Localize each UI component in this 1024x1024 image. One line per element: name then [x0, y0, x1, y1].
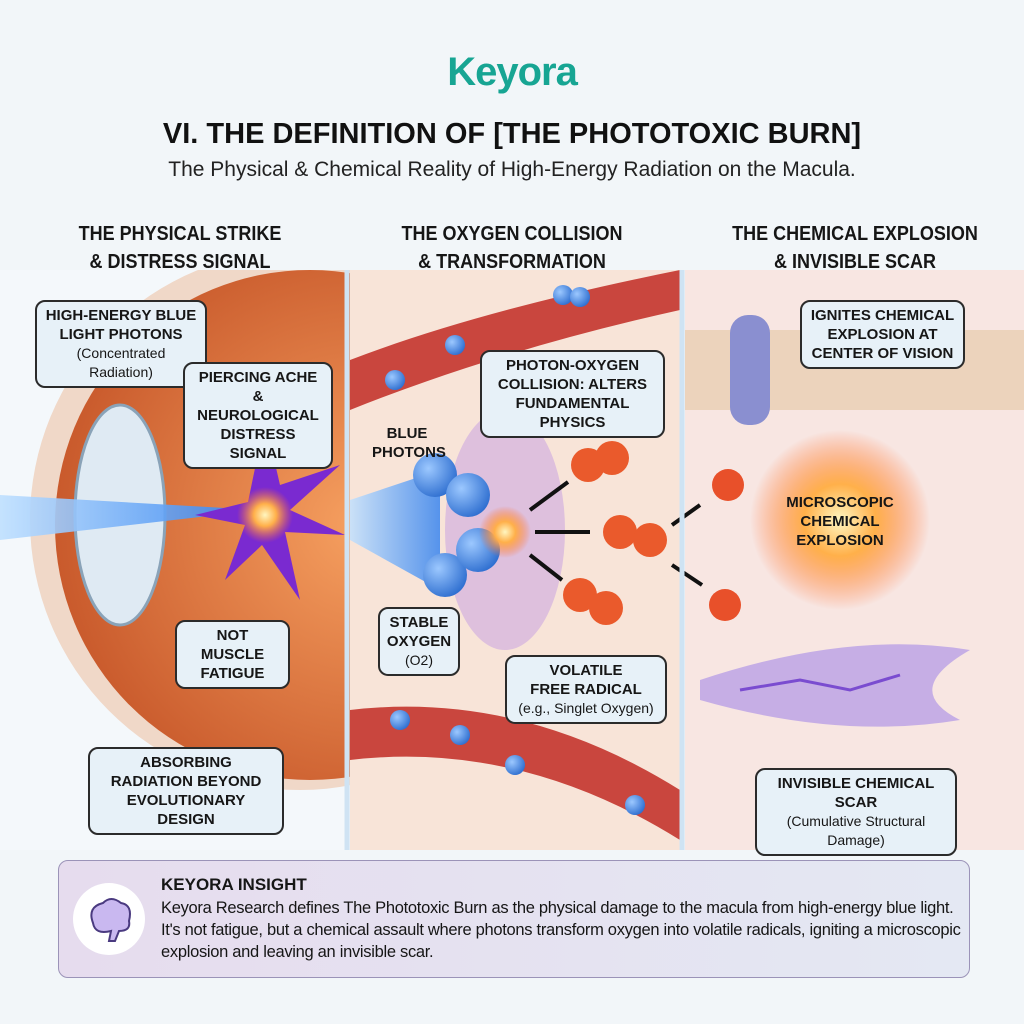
chemical-explosion-illustration [670, 270, 1024, 850]
column-heading-physical-strike: THE PHYSICAL STRIKE& DISTRESS SIGNAL [78, 223, 282, 273]
insight-body: Keyora Research defines The Phototoxic B… [161, 899, 961, 961]
keyora-insight-panel: KEYORA INSIGHT Keyora Research defines T… [58, 860, 970, 978]
page-subtitle: The Physical & Chemical Reality of High-… [168, 158, 856, 181]
page-title: VI. THE DEFINITION OF [THE PHOTOTOXIC BU… [162, 118, 862, 150]
keyora-logo: Keyora [447, 50, 578, 94]
insight-title: KEYORA INSIGHT [161, 875, 307, 894]
column-heading-oxygen-collision: THE OXYGEN COLLISION& TRANSFORMATION [401, 223, 623, 273]
brain-icon [73, 883, 145, 955]
column-heading-chemical-explosion: THE CHEMICAL EXPLOSION& INVISIBLE SCAR [732, 223, 978, 273]
callout-invisible-chemical-scar: INVISIBLE CHEMICAL SCAR(Cumulative Struc… [755, 768, 957, 856]
